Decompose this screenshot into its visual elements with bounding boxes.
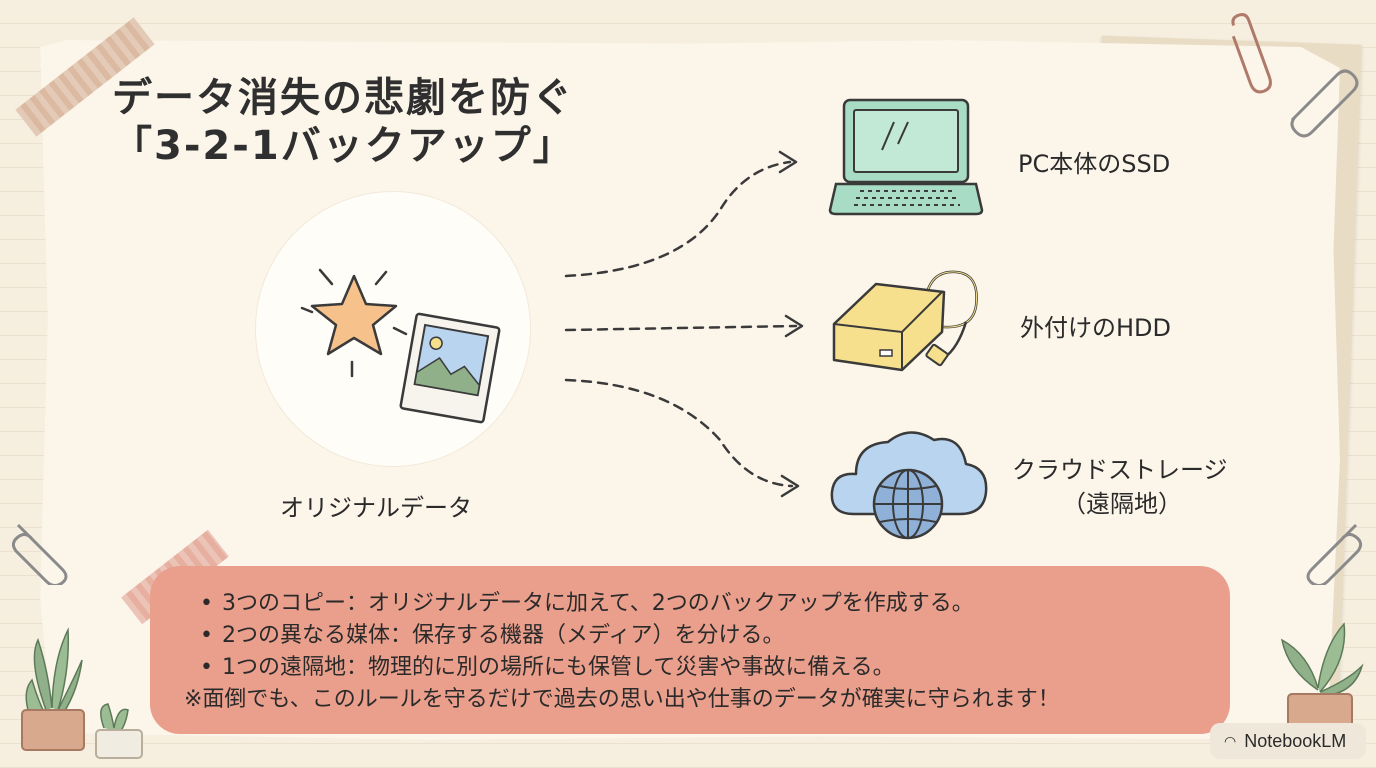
laptop-icon [828, 98, 984, 216]
potted-plant-icon [1280, 622, 1364, 729]
dest-label-cloud-line-1: クラウドストレージ [1012, 456, 1228, 484]
dest-label-ssd: PC本体のSSD [1018, 150, 1171, 178]
notebooklm-badge[interactable]: ◠ NotebookLM [1210, 723, 1366, 759]
arrow-to-laptop [564, 160, 792, 278]
paperclip-icon [1290, 69, 1359, 138]
arrow-to-hdd [564, 324, 798, 332]
source-label: オリジナルデータ [280, 494, 472, 522]
page-title: データ消失の悲劇を防ぐ 「3-2-1バックアップ」 [112, 74, 575, 170]
badge-label: NotebookLM [1244, 730, 1347, 751]
arrowhead-laptop [778, 150, 798, 174]
title-line-1: データ消失の悲劇を防ぐ [112, 75, 574, 121]
remark-text: ※面倒でも、このルールを守るだけで過去の思い出や仕事のデータが確実に守られます！ [184, 687, 1060, 712]
notebooklm-logo-icon: ◠ [1224, 732, 1237, 749]
rules-list-item: 1つの遠隔地：物理的に別の場所にも保管して災害や事故に備える。 [200, 652, 1230, 684]
photo-icon [399, 312, 501, 424]
title-line-2: 「3-2-1バックアップ」 [112, 123, 575, 169]
dest-label-cloud-line-2: （遠隔地） [1062, 490, 1182, 518]
arrowhead-cloud [780, 474, 800, 498]
dest-label-hdd: 外付けのHDD [1020, 314, 1172, 342]
external-hdd-icon [832, 270, 978, 372]
cloud-globe-icon [830, 431, 988, 540]
star-icon [300, 268, 408, 378]
arrowhead-hdd [784, 314, 804, 338]
rules-list-item: 3つのコピー：オリジナルデータに加えて、2つのバックアップを作成する。 [200, 588, 1230, 620]
rules-note-box: 3つのコピー：オリジナルデータに加えて、2つのバックアップを作成する。 2つの異… [150, 566, 1230, 734]
potted-plant-icon [21, 627, 143, 759]
paperclip-icon [1306, 523, 1363, 585]
rules-list: 3つのコピー：オリジナルデータに加えて、2つのバックアップを作成する。 2つの異… [150, 566, 1230, 684]
arrow-to-cloud [564, 378, 794, 488]
rules-list-item: 2つの異なる媒体：保存する機器（メディア）を分ける。 [200, 620, 1230, 652]
paperclip-icon [1231, 13, 1272, 94]
paperclip-icon [11, 523, 68, 585]
